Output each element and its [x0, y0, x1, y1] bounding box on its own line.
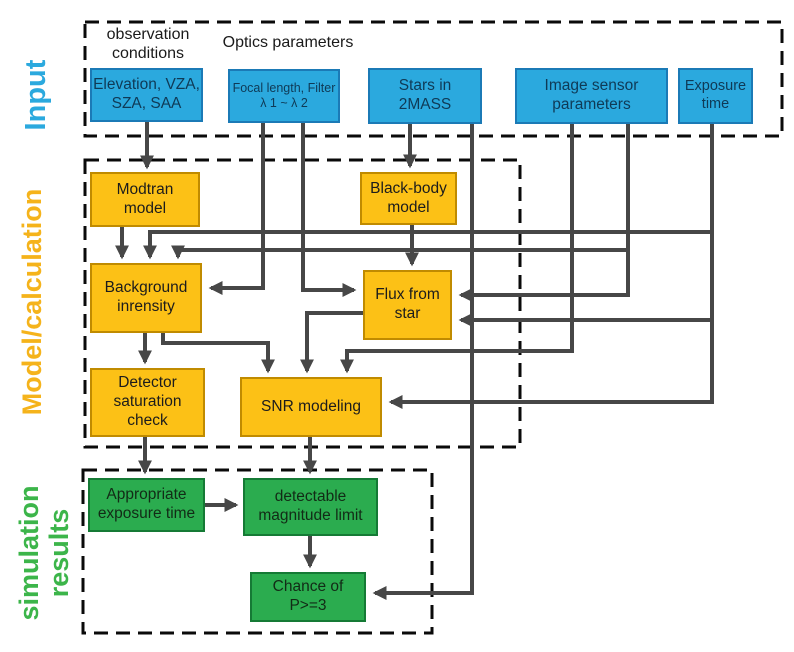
section-label-results-line2: results [44, 508, 75, 598]
input-section-frame [83, 20, 784, 138]
node-snr-line1: SNR modeling [261, 397, 361, 415]
node-elevation-line2: SZA, SAA [111, 95, 182, 112]
node-modtran-line2: model [123, 199, 167, 217]
section-label-input: Input [20, 35, 54, 155]
node-modtran-model: Modtran model [90, 172, 200, 227]
node-focal-line2: λ 1 ~ λ 2 [260, 96, 308, 110]
edge-flux-to-snr [300, 311, 363, 374]
node-stars-line1: Stars in [398, 77, 452, 95]
heading-optics-parameters: Optics parameters [213, 34, 363, 53]
edge-sensor-to-snr [340, 124, 574, 374]
section-label-model: Model/calculation [17, 152, 51, 452]
node-flux-line1: Flux from [375, 286, 440, 304]
node-appropriate-line2: exposure time [97, 505, 196, 522]
node-background-line1: Background [104, 279, 188, 297]
node-appropriate-exposure: Appropriate exposure time [88, 478, 205, 532]
node-chance-line2: P>=3 [289, 597, 327, 614]
node-flux-from-star: Flux from star [363, 270, 452, 340]
section-label-results: simulation results [14, 453, 76, 652]
node-background-intensity: Background inrensity [90, 263, 202, 333]
results-section-frame [81, 468, 434, 635]
section-label-model-text: Model/calculation [17, 188, 47, 416]
node-exposure-line2: time [701, 96, 730, 112]
node-focal-line1: Focal length, Filter [232, 80, 336, 95]
node-detector-saturation: Detector saturation check [90, 368, 205, 437]
node-exposure-time: Exposure time [678, 68, 753, 124]
node-detector-line3: check [127, 411, 168, 429]
edge-exposure-to-background [143, 230, 712, 260]
edge-stars-to-chance [372, 124, 474, 600]
node-chance-p3: Chance of P>=3 [250, 572, 366, 622]
node-blackbody-line2: model [387, 198, 430, 216]
node-sensor-line2: parameters [552, 96, 631, 113]
node-detector-line2: saturation [113, 393, 182, 411]
node-detectable-line1: detectable [274, 488, 347, 506]
node-blackbody-model: Black-body model [360, 172, 457, 225]
node-flux-line2: star [394, 305, 421, 322]
edge-exposure-to-snr [388, 124, 714, 409]
node-stars-2mass: Stars in 2MASS [368, 68, 482, 124]
edge-sensor-to-background [171, 245, 628, 260]
node-background-line2: inrensity [117, 298, 175, 315]
node-detectable-line2: magnitude limit [258, 507, 363, 524]
section-label-input-text: Input [20, 59, 52, 131]
edge-focal-to-flux [301, 122, 357, 297]
node-chance-line1: Chance of [272, 578, 344, 596]
node-stars-line2: 2MASS [398, 96, 452, 113]
section-label-results-line1: simulation [14, 485, 44, 621]
edge-background-to-snr [161, 333, 275, 374]
node-blackbody-line1: Black-body [370, 179, 447, 197]
node-sensor-line1: Image sensor [544, 77, 639, 95]
node-focal-length: Focal length, Filter λ 1 ~ λ 2 [228, 69, 340, 123]
edge-sensor-to-flux [458, 124, 630, 302]
heading-observation-line2: conditions [111, 44, 185, 62]
node-modtran-line1: Modtran [116, 180, 174, 198]
node-exposure-line1: Exposure [684, 78, 747, 95]
node-elevation: Elevation, VZA, SZA, SAA [90, 68, 203, 122]
node-image-sensor: Image sensor parameters [515, 68, 668, 124]
node-detector-line1: Detector [118, 374, 177, 392]
model-section-frame [83, 158, 522, 449]
heading-observation-conditions: observation conditions [96, 26, 200, 64]
node-snr-modeling: SNR modeling [240, 377, 382, 437]
heading-optics-text: Optics parameters [222, 34, 354, 51]
node-elevation-line1: Elevation, VZA, [93, 76, 200, 94]
heading-observation-line1: observation [106, 26, 190, 43]
node-detectable-magnitude: detectable magnitude limit [243, 478, 378, 536]
edge-focal-to-background [208, 122, 265, 295]
node-appropriate-line1: Appropriate [106, 486, 187, 504]
